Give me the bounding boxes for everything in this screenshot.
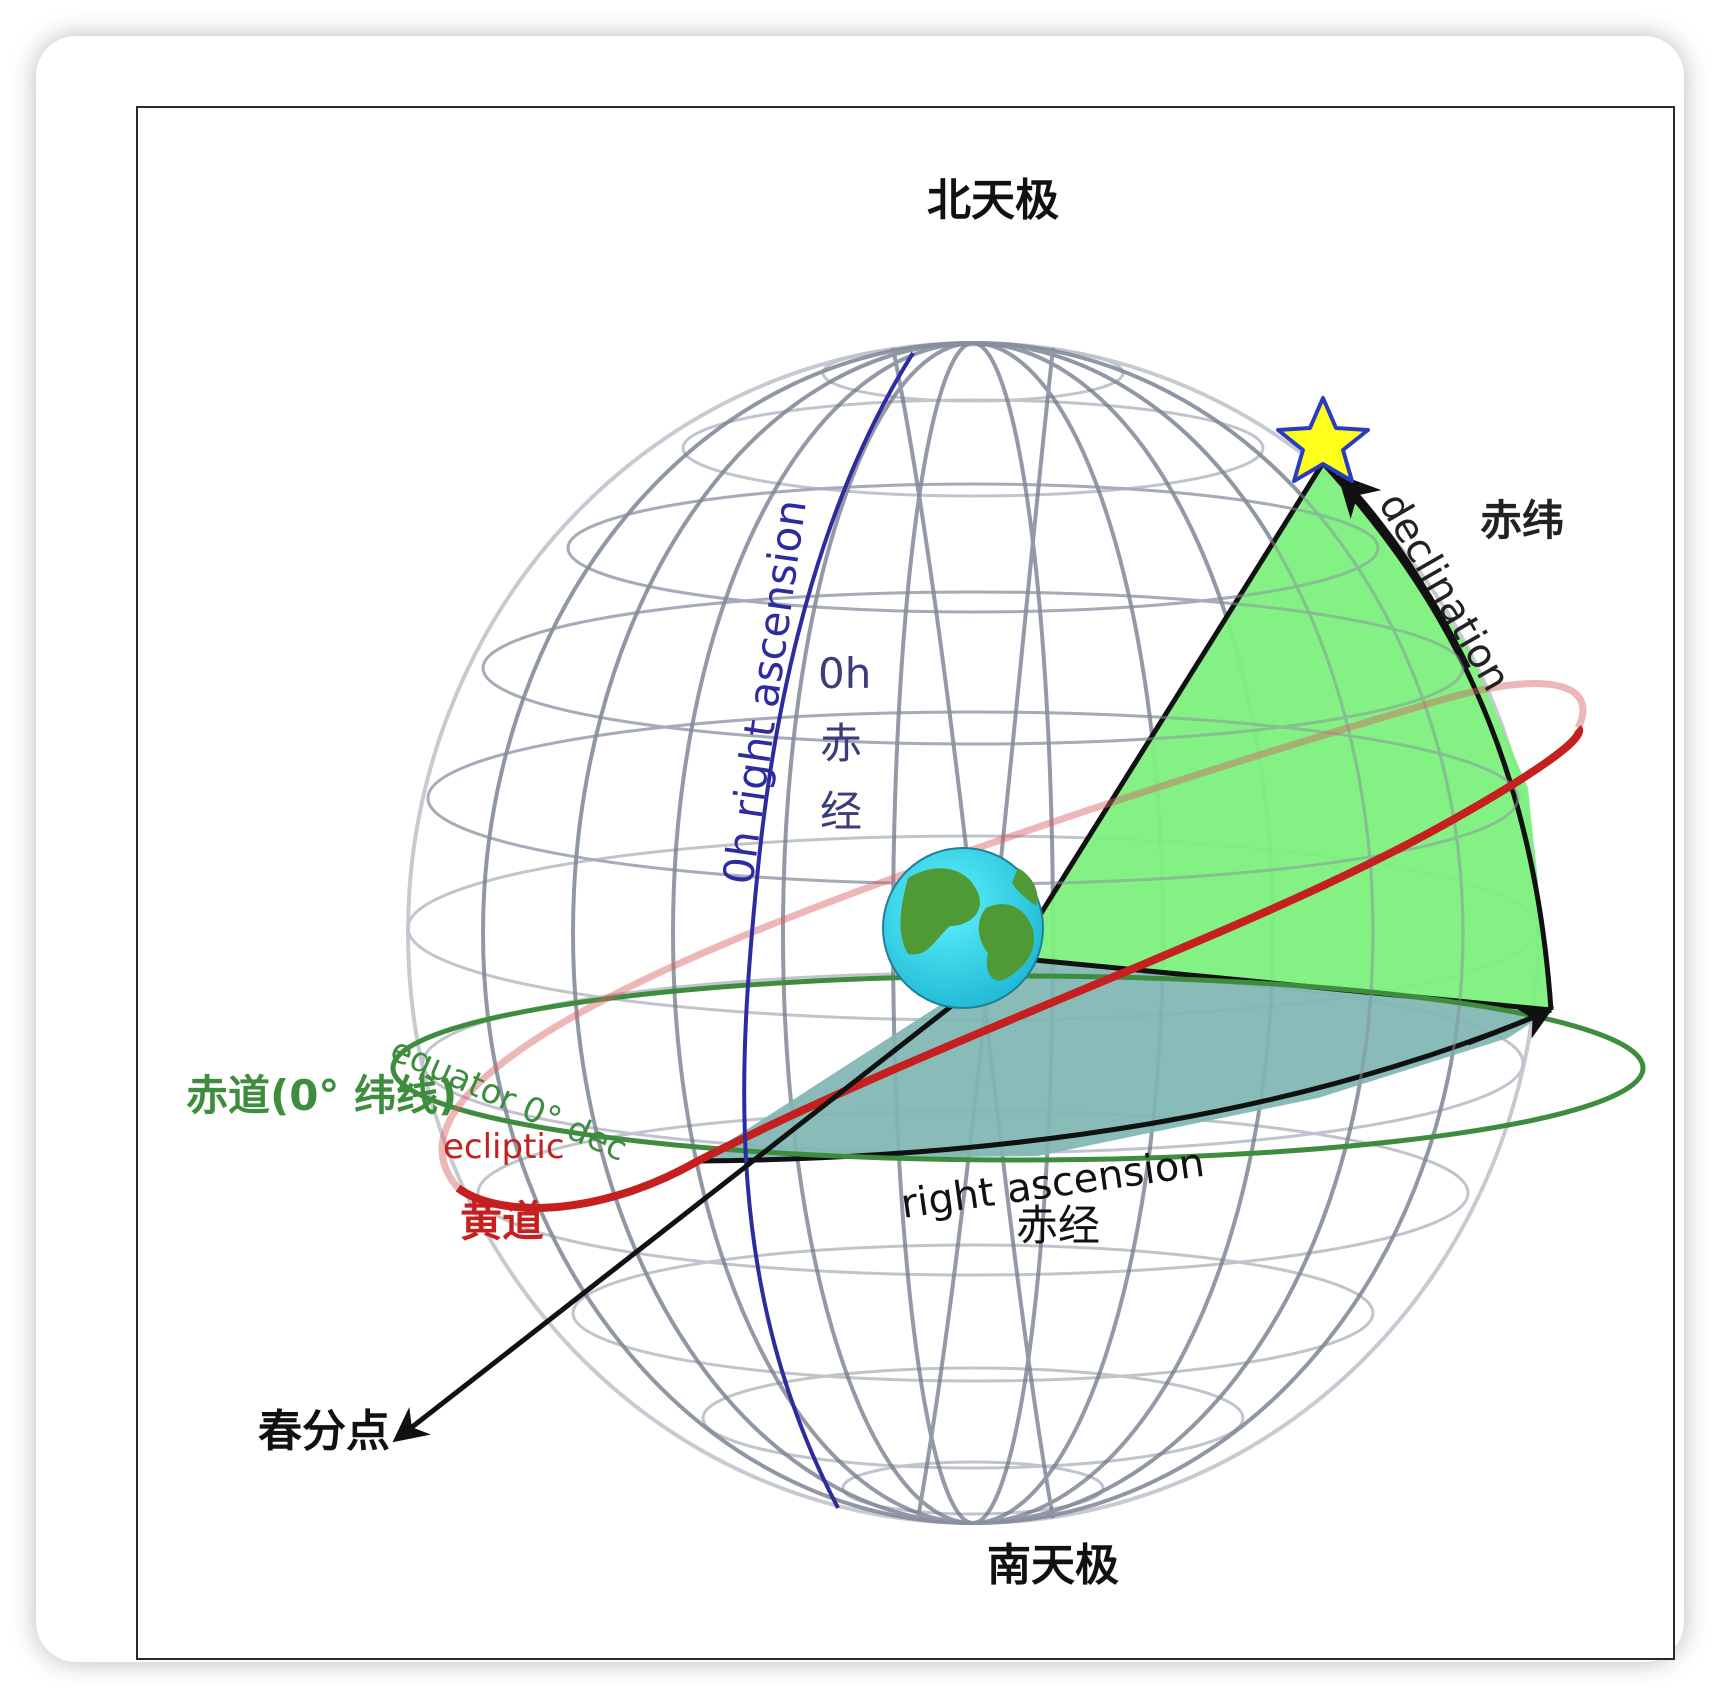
declination-arrow xyxy=(1337,473,1471,670)
right-ascension-arrow xyxy=(1467,1006,1555,1046)
vernal-equinox-label: 春分点 xyxy=(258,1406,390,1457)
zero-hour-meridian xyxy=(742,351,915,1509)
equator-cn-label: 赤道(0° 纬线) xyxy=(186,1071,457,1120)
declination-cn-label: 赤纬 xyxy=(1480,496,1564,545)
earth-icon xyxy=(882,847,1044,1009)
ra0-cn-label-2: 经 xyxy=(820,787,862,836)
ra0-hour-label: 0h xyxy=(818,649,871,698)
ecliptic-front xyxy=(455,725,1584,1212)
ecliptic-en-label: ecliptic xyxy=(443,1127,565,1167)
south-pole-label: 南天极 xyxy=(987,1540,1119,1591)
right-ascension-cn-label: 赤经 xyxy=(1016,1201,1100,1250)
ecliptic-cn-label: 黄道 xyxy=(460,1197,544,1246)
image-card: 北天极 南天极 春分点 赤纬 declination 0h right asce… xyxy=(36,36,1684,1662)
north-pole-label: 北天极 xyxy=(927,175,1059,226)
diagram-frame: 北天极 南天极 春分点 赤纬 declination 0h right asce… xyxy=(136,106,1675,1660)
vernal-equinox-axis xyxy=(392,956,1015,1443)
ra0-cn-label-1: 赤 xyxy=(820,719,862,768)
declination-wedge xyxy=(1013,463,1551,1010)
star-icon xyxy=(1276,396,1370,483)
celestial-sphere-diagram: 北天极 南天极 春分点 赤纬 declination 0h right asce… xyxy=(186,175,1646,1591)
ecliptic-back xyxy=(438,680,1587,1191)
right-ascension-wedge xyxy=(698,958,1551,1161)
